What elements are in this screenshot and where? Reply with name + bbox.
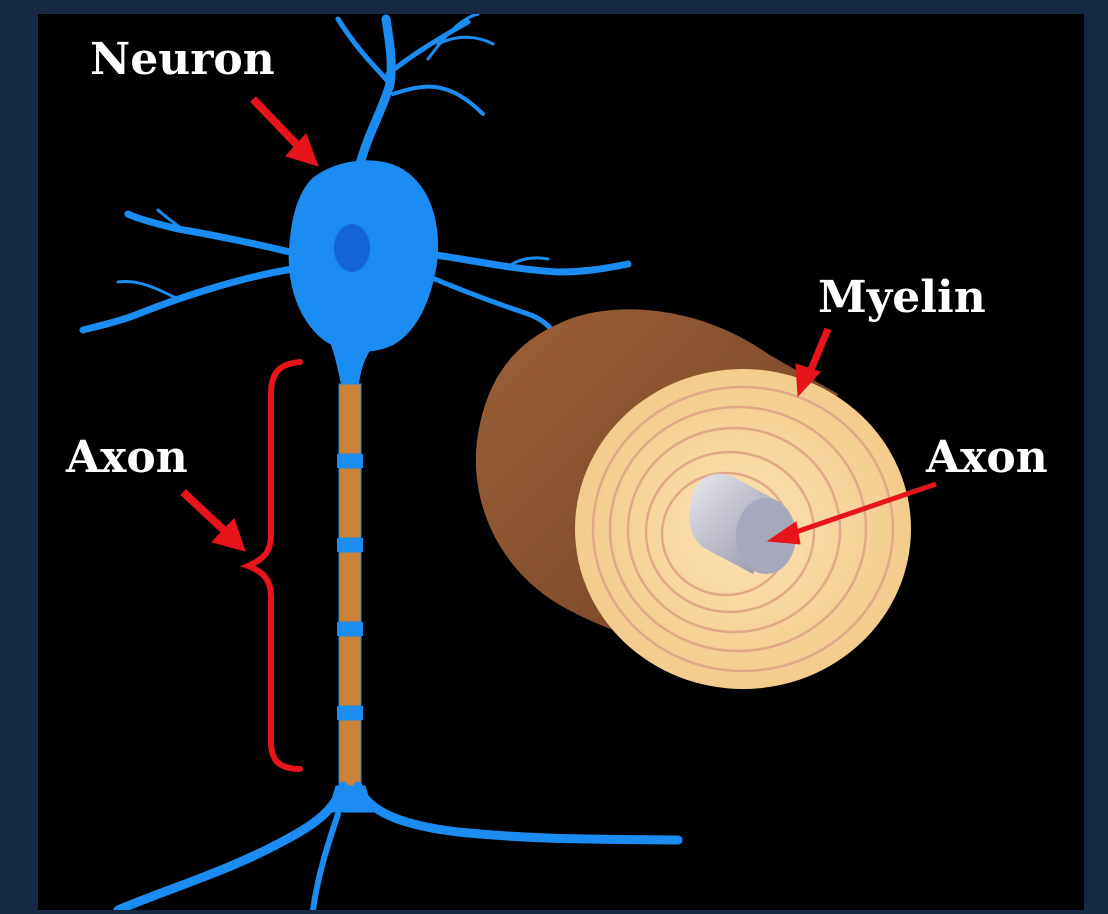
- neuron-label: Neuron: [90, 34, 275, 85]
- node-of-ranvier: [337, 706, 363, 720]
- node-of-ranvier: [337, 622, 363, 636]
- dendrite-right-2: [423, 274, 558, 339]
- myelin-segment: [339, 636, 361, 706]
- nucleus: [334, 224, 370, 272]
- dendrite-top-right-2: [393, 87, 483, 114]
- dendrite-left-2: [83, 269, 293, 330]
- dendrite-top: [360, 19, 391, 164]
- axon-hillock: [328, 334, 378, 384]
- terminal-branch-right: [358, 786, 678, 840]
- myelin-segment: [339, 552, 361, 622]
- arrow-icon: [253, 99, 318, 166]
- arrow-icon: [183, 492, 245, 551]
- dendrite-left-4: [118, 281, 178, 299]
- dendrite-right: [428, 254, 628, 272]
- brace-icon: [248, 362, 300, 769]
- dendrite-top-left: [338, 19, 390, 84]
- myelin-segment: [339, 384, 361, 454]
- axon-terminal: [118, 786, 678, 910]
- dendrite-left: [128, 214, 298, 254]
- neuron-diagram: Neuron Axon Myelin Axon: [38, 14, 1084, 910]
- terminal-branch-left: [118, 786, 343, 910]
- terminal-branch-mid: [313, 814, 338, 910]
- myelin-segment: [339, 468, 361, 538]
- dendrite-top-right: [388, 22, 468, 74]
- myelin-label: Myelin: [818, 272, 986, 323]
- terminal-base: [328, 786, 373, 812]
- axon-left-label: Axon: [65, 432, 188, 483]
- node-of-ranvier: [337, 538, 363, 552]
- diagram-frame: Neuron Axon Myelin Axon: [38, 14, 1084, 910]
- myelin-segment: [339, 720, 361, 786]
- myelin-cylinder: [476, 309, 911, 689]
- node-of-ranvier: [337, 454, 363, 468]
- axon-shaft: [337, 384, 363, 786]
- axon-right-label: Axon: [925, 432, 1048, 483]
